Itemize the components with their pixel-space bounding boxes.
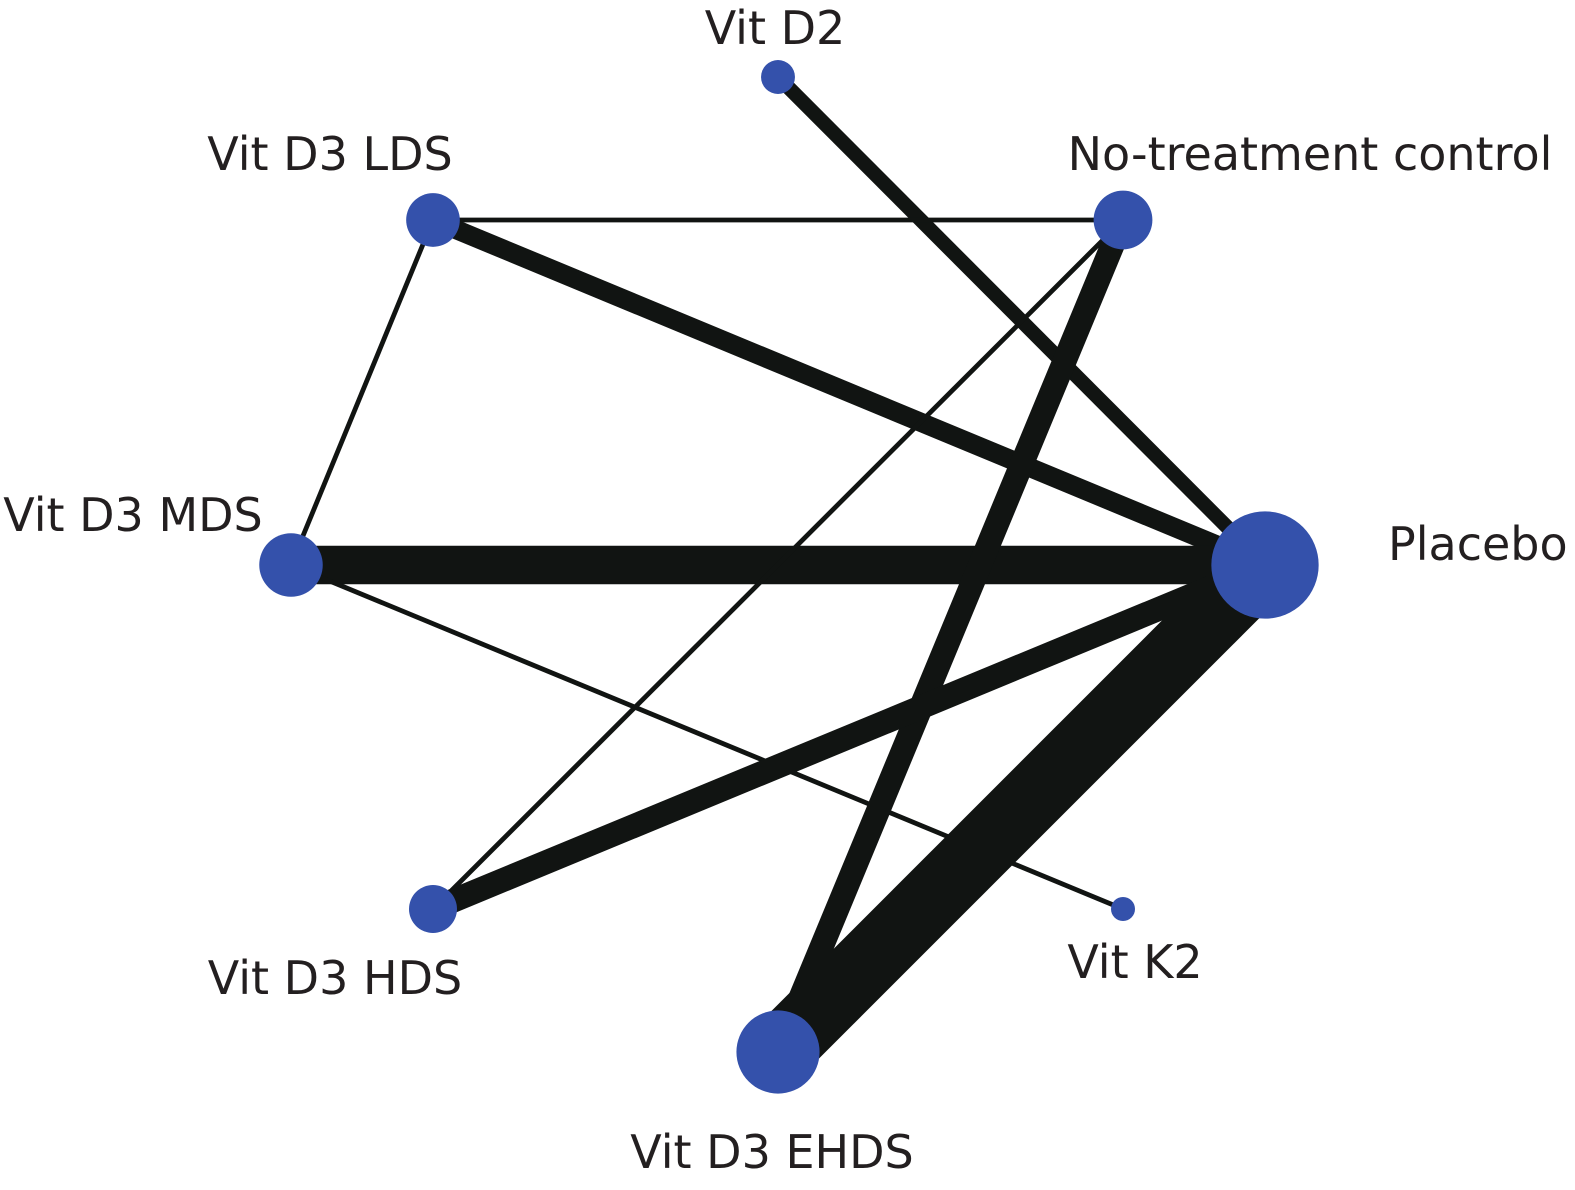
node-vit-d3-ehds (736, 1010, 820, 1094)
edge-vit-d3-ehds-placebo (754, 541, 1289, 1076)
node-placebo (1211, 511, 1319, 619)
edge-no-treatment-control-vit-d3-hds (431, 218, 1125, 911)
label-vit-d3-ehds: Vit D3 EHDS (630, 1125, 913, 1179)
node-vit-d2 (761, 60, 795, 94)
label-placebo: Placebo (1388, 517, 1568, 571)
label-vit-d3-lds: Vit D3 LDS (207, 127, 452, 181)
node-no-treatment-control (1093, 190, 1153, 250)
label-vit-k2: Vit K2 (1067, 935, 1202, 989)
node-vit-d3-hds (409, 885, 457, 933)
edge-layer (288, 71, 1289, 1076)
edge-vit-d3-hds-placebo (428, 553, 1270, 921)
node-vit-d3-lds (406, 193, 460, 247)
label-vit-d2: Vit D2 (705, 1, 846, 55)
node-vit-d3-mds (259, 533, 323, 597)
label-vit-d3-mds: Vit D3 MDS (3, 488, 263, 542)
label-vit-d3-hds: Vit D3 HDS (208, 951, 462, 1005)
node-vit-k2 (1111, 897, 1135, 921)
label-no-treatment-control: No-treatment control (1068, 127, 1553, 181)
edge-vit-d3-lds-placebo (429, 211, 1269, 574)
edge-no-treatment-control-vit-d3-ehds (766, 215, 1135, 1057)
edge-vit-d3-lds-vit-d3-mds (288, 219, 436, 566)
node-layer (259, 60, 1319, 1094)
